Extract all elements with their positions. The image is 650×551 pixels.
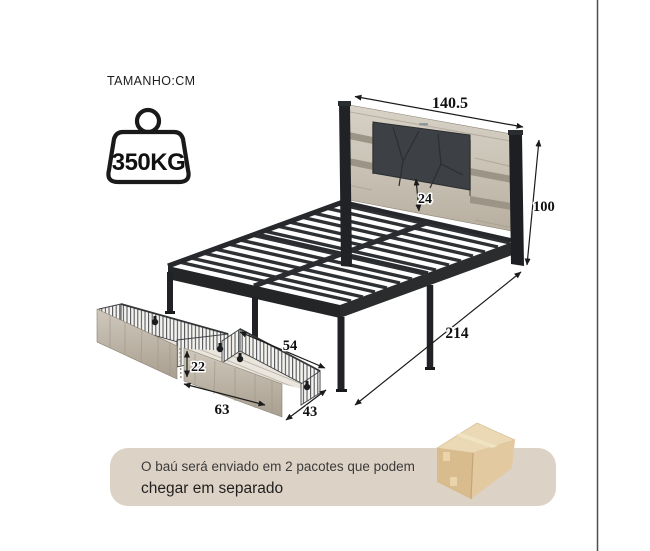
headboard-left-post [339,103,352,267]
left-side-rail [167,199,344,269]
box-right-face [471,440,515,499]
right-shelf-1 [470,168,517,184]
box-tape-patch-2 [450,477,457,486]
head-rail [342,200,516,243]
dim-label-drawer-front: 63 [215,402,230,418]
shipping-note-line2: chegar em separado [141,480,284,497]
drawer-gap-line [179,347,182,381]
dim-line-bed-length [354,271,522,406]
dim-line-drawer-front [183,382,266,407]
dim-label-bed-length: 214 [445,325,469,342]
dim-label-drawer-depth: 43 [303,404,318,420]
drawer2-floor-hatch [185,349,320,393]
storage-drawers [96,303,321,418]
drawer1-grain [109,315,171,375]
cushion-seams [392,126,464,189]
headboard [338,101,524,267]
box-tape-top [455,433,498,448]
box-tape-patch-1 [443,452,450,461]
cardboard-box-icon [436,422,516,500]
left-shelf-1 [344,131,373,144]
shipping-note-text: O baú será enviado em 2 pacotes que pode… [141,456,415,501]
drawer1-rim [120,303,229,335]
dim-line-headboard-depth [413,178,422,212]
right-post-cap [508,130,523,135]
size-unit-label: TAMANHO:CM [107,74,196,88]
dimension-lines [183,94,542,421]
usb-port-detail [419,123,428,126]
drawer1-wood-front [96,308,178,380]
dim-label-headboard-depth: 24 [418,192,432,207]
weight-icon: 350KG [106,107,191,185]
front-rail [168,266,340,318]
headboard-right-post [509,132,524,266]
dim-label-bed-height: 100 [533,199,555,215]
dim-line-bed-width [354,94,524,129]
dim-label-drawer-top: 54 [283,338,298,354]
dim-line-drawer-depth [285,389,327,421]
right-shelf-2 [470,196,517,211]
weight-icon-handle [134,107,162,135]
dim-line-drawer-top [239,331,326,369]
weight-capacity-value: 350KG [112,149,186,176]
left-post-cap [338,101,351,106]
dim-label-drawer-height: 22 [191,360,205,375]
left-shelf-2 [344,157,373,170]
weight-icon-body [106,129,191,185]
box-edge-crease [470,452,474,500]
shipping-note-line1: O baú será enviado em 2 pacotes que pode… [141,459,415,474]
dim-label-bed-width: 140.5 [432,95,468,112]
dimension-labels: 140.5 24 100 214 54 22 63 43 [190,94,557,422]
headboard-cushion [372,121,471,191]
dim-line-bed-height [524,139,542,266]
box-front-face [437,448,473,499]
